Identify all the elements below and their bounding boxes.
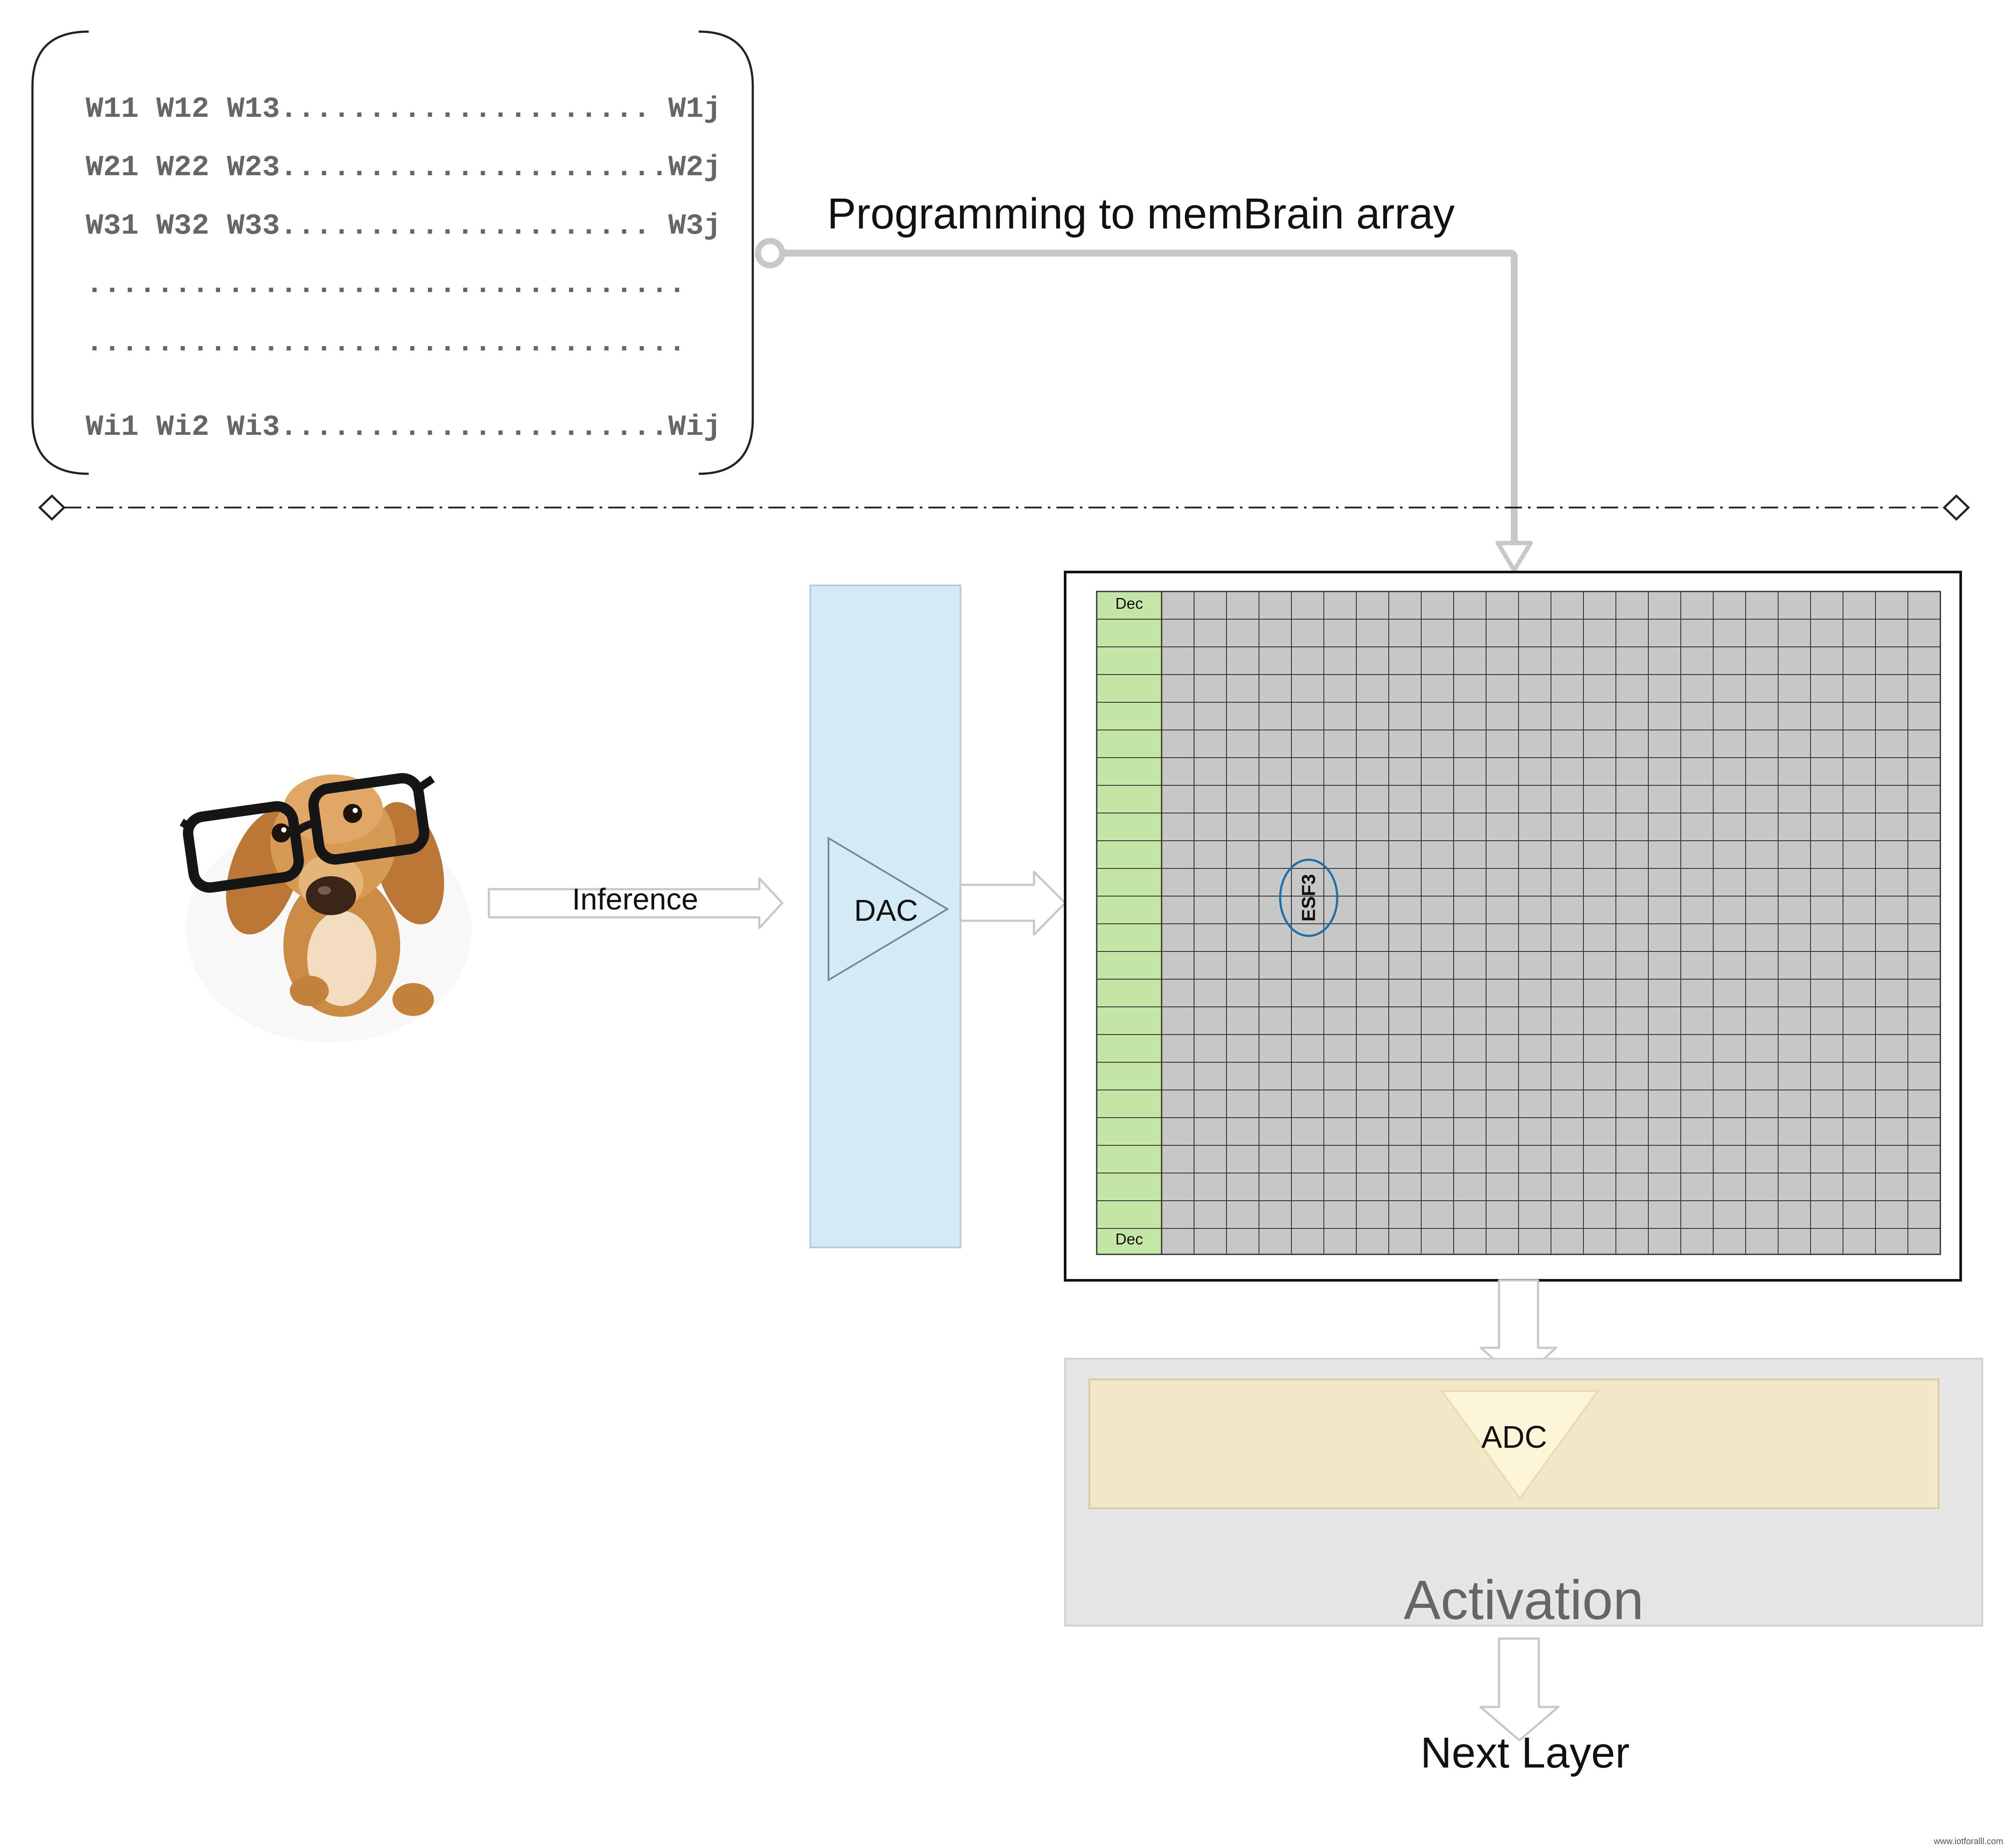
dac-block: DAC (809, 585, 961, 1248)
diamond-endpoint-icon (1943, 494, 1970, 521)
dac-label: DAC (854, 893, 918, 927)
next-layer-label: Next Layer (1420, 1729, 1630, 1777)
weights-row-4: .................................. (86, 268, 686, 301)
arrow-right-icon (488, 877, 783, 929)
connector-start-circle (755, 238, 785, 268)
matrix-right-bracket (698, 30, 754, 475)
inference-label: Inference (572, 882, 698, 916)
activation-block: ADC Activation (1064, 1358, 1983, 1631)
weights-row-6: Wi1 Wi2 Wi3......................Wij (86, 411, 721, 444)
adc-triangle (1440, 1390, 1599, 1500)
programming-label: Programming to memBrain array (827, 190, 1455, 238)
decoder-top-label: Dec (1115, 595, 1143, 612)
cell-grid-lines (1097, 591, 1941, 1254)
weights-row-2: W21 W22 W23......................W2j (86, 151, 721, 184)
connector-arrowhead (1496, 541, 1533, 572)
inference-arrow: Inference (488, 877, 783, 929)
adc-label: ADC (1481, 1420, 1547, 1455)
dac-triangle (828, 836, 949, 982)
decoder-column (1096, 591, 1162, 1255)
section-separator (38, 494, 1970, 521)
dachshund-with-glasses-photo (180, 773, 472, 1043)
weights-row-5: .................................. (86, 326, 686, 360)
membrain-array: Dec Dec ESF3 (1064, 571, 1962, 1282)
matrix-left-bracket (31, 30, 89, 475)
connector-line (782, 250, 1518, 543)
arrow-down-icon (1479, 1637, 1560, 1742)
esf3-cell-marker: ESF3 (1279, 858, 1339, 937)
watermark: www.iotforalll.com (1933, 1837, 2003, 1846)
weights-row-1: W11 W12 W13..................... W1j (86, 93, 721, 126)
weights-matrix: W11 W12 W13..................... W1j W21… (31, 30, 754, 475)
arrow-right-icon (959, 871, 1066, 936)
programming-connector: Programming to memBrain array (755, 190, 1533, 572)
esf3-label: ESF3 (1298, 874, 1320, 922)
diamond-endpoint-icon (38, 494, 66, 521)
activation-label: Activation (1404, 1569, 1644, 1631)
decoder-bottom-label: Dec (1115, 1230, 1143, 1248)
weights-row-3: W31 W32 W33..................... W3j (86, 209, 721, 243)
